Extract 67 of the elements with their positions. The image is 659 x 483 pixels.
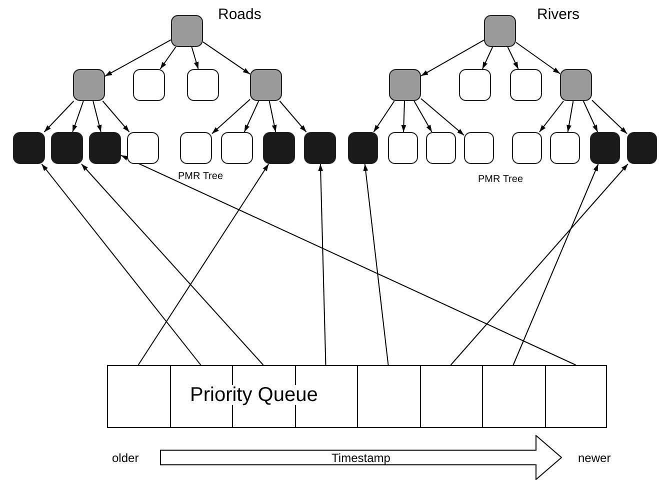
- arrow: [420, 98, 464, 136]
- tree-node: [389, 69, 421, 101]
- arrow: [582, 100, 598, 132]
- arrow: [420, 40, 484, 76]
- arrow-label: Timestamp: [332, 452, 390, 464]
- arrow: [202, 41, 250, 75]
- arrow: [92, 100, 102, 132]
- tree-node: [304, 132, 336, 164]
- tree-node: [133, 69, 165, 101]
- tree-node: [250, 69, 282, 101]
- tree-node: [512, 132, 542, 164]
- arrow: [80, 164, 264, 366]
- tree-node: [51, 132, 83, 164]
- arrow: [566, 100, 574, 132]
- arrow: [102, 100, 130, 132]
- tree-node: [464, 132, 494, 164]
- arrow: [516, 42, 560, 74]
- arrow: [191, 46, 199, 70]
- tree-caption: PMR Tree: [478, 175, 524, 185]
- arrow: [104, 39, 172, 77]
- arrow: [41, 164, 202, 366]
- tree-node: [348, 132, 378, 164]
- tree-node: [180, 132, 212, 164]
- arrow: [318, 164, 326, 366]
- arrow: [538, 100, 564, 132]
- arrow: [507, 46, 519, 70]
- arrow: [592, 100, 628, 134]
- tree-caption: PMR Tree: [178, 172, 224, 182]
- arrow: [138, 164, 270, 366]
- arrow: [414, 100, 432, 132]
- tree-node: [127, 132, 159, 164]
- tree-node: [590, 132, 620, 164]
- tree-node: [510, 69, 542, 101]
- arrow: [512, 164, 599, 366]
- arrow: [244, 100, 260, 132]
- tree-node: [89, 132, 121, 164]
- axis-label: newer: [578, 452, 611, 464]
- timestamp-arrow: [160, 435, 562, 480]
- tree-node: [388, 132, 418, 164]
- arrow: [160, 46, 176, 70]
- tree-node: [550, 132, 580, 164]
- arrow: [44, 100, 74, 132]
- tree-node: [560, 69, 592, 101]
- tree-title: Rivers: [537, 7, 580, 22]
- arrow: [401, 100, 406, 132]
- tree-node: [13, 132, 45, 164]
- arrow: [212, 98, 250, 134]
- tree-node: [187, 69, 219, 101]
- arrow: [72, 100, 84, 132]
- tree-node: [171, 15, 203, 47]
- arrow: [450, 164, 628, 366]
- arrow: [268, 100, 277, 132]
- queue-box: [107, 365, 607, 428]
- arrow: [120, 154, 576, 366]
- tree-node: [73, 69, 105, 101]
- tree-node: [426, 132, 456, 164]
- arrow: [279, 100, 307, 132]
- arrow: [373, 100, 395, 132]
- arrow: [363, 164, 389, 366]
- tree-node: [627, 132, 657, 164]
- tree-title: Roads: [218, 7, 262, 22]
- tree-node: [484, 15, 516, 47]
- arrow: [482, 46, 494, 70]
- axis-label: older: [112, 452, 139, 464]
- tree-node: [221, 132, 253, 164]
- tree-node: [459, 69, 491, 101]
- tree-node: [263, 132, 295, 164]
